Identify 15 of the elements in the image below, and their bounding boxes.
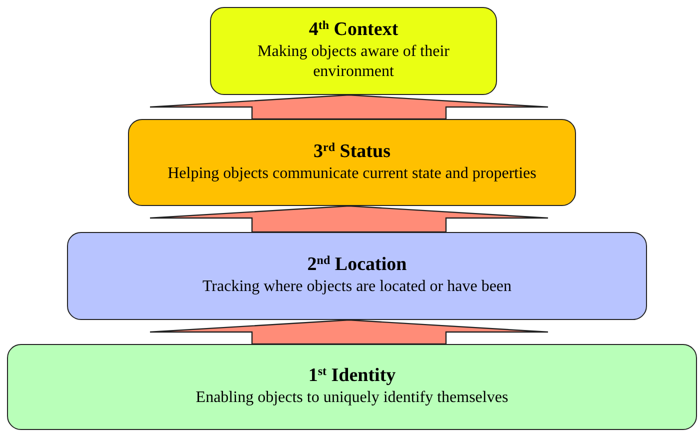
block-arrow bbox=[149, 205, 549, 233]
layer-description: Making objects aware of their environment bbox=[256, 42, 450, 82]
layer-description: Enabling objects to uniquely identify themselves bbox=[196, 388, 508, 408]
layer-description: Tracking where objects are located or have been bbox=[202, 277, 512, 297]
layer-box bbox=[67, 232, 647, 320]
block-arrow bbox=[149, 94, 549, 120]
layer-title: 2$^{nd}$ Location bbox=[307, 254, 407, 277]
layer-title: 3$^{rd}$ Status bbox=[314, 140, 390, 164]
layer-box bbox=[128, 119, 576, 206]
layer-box bbox=[210, 7, 497, 95]
layer-box bbox=[7, 344, 697, 430]
layer-description: Helping objects communicate current state and properties bbox=[168, 164, 536, 184]
block-arrow bbox=[149, 319, 549, 345]
layer-title: 1$^{st}$ Identity bbox=[308, 365, 396, 388]
layer-title: 4$^{th}$ Context bbox=[308, 18, 398, 42]
